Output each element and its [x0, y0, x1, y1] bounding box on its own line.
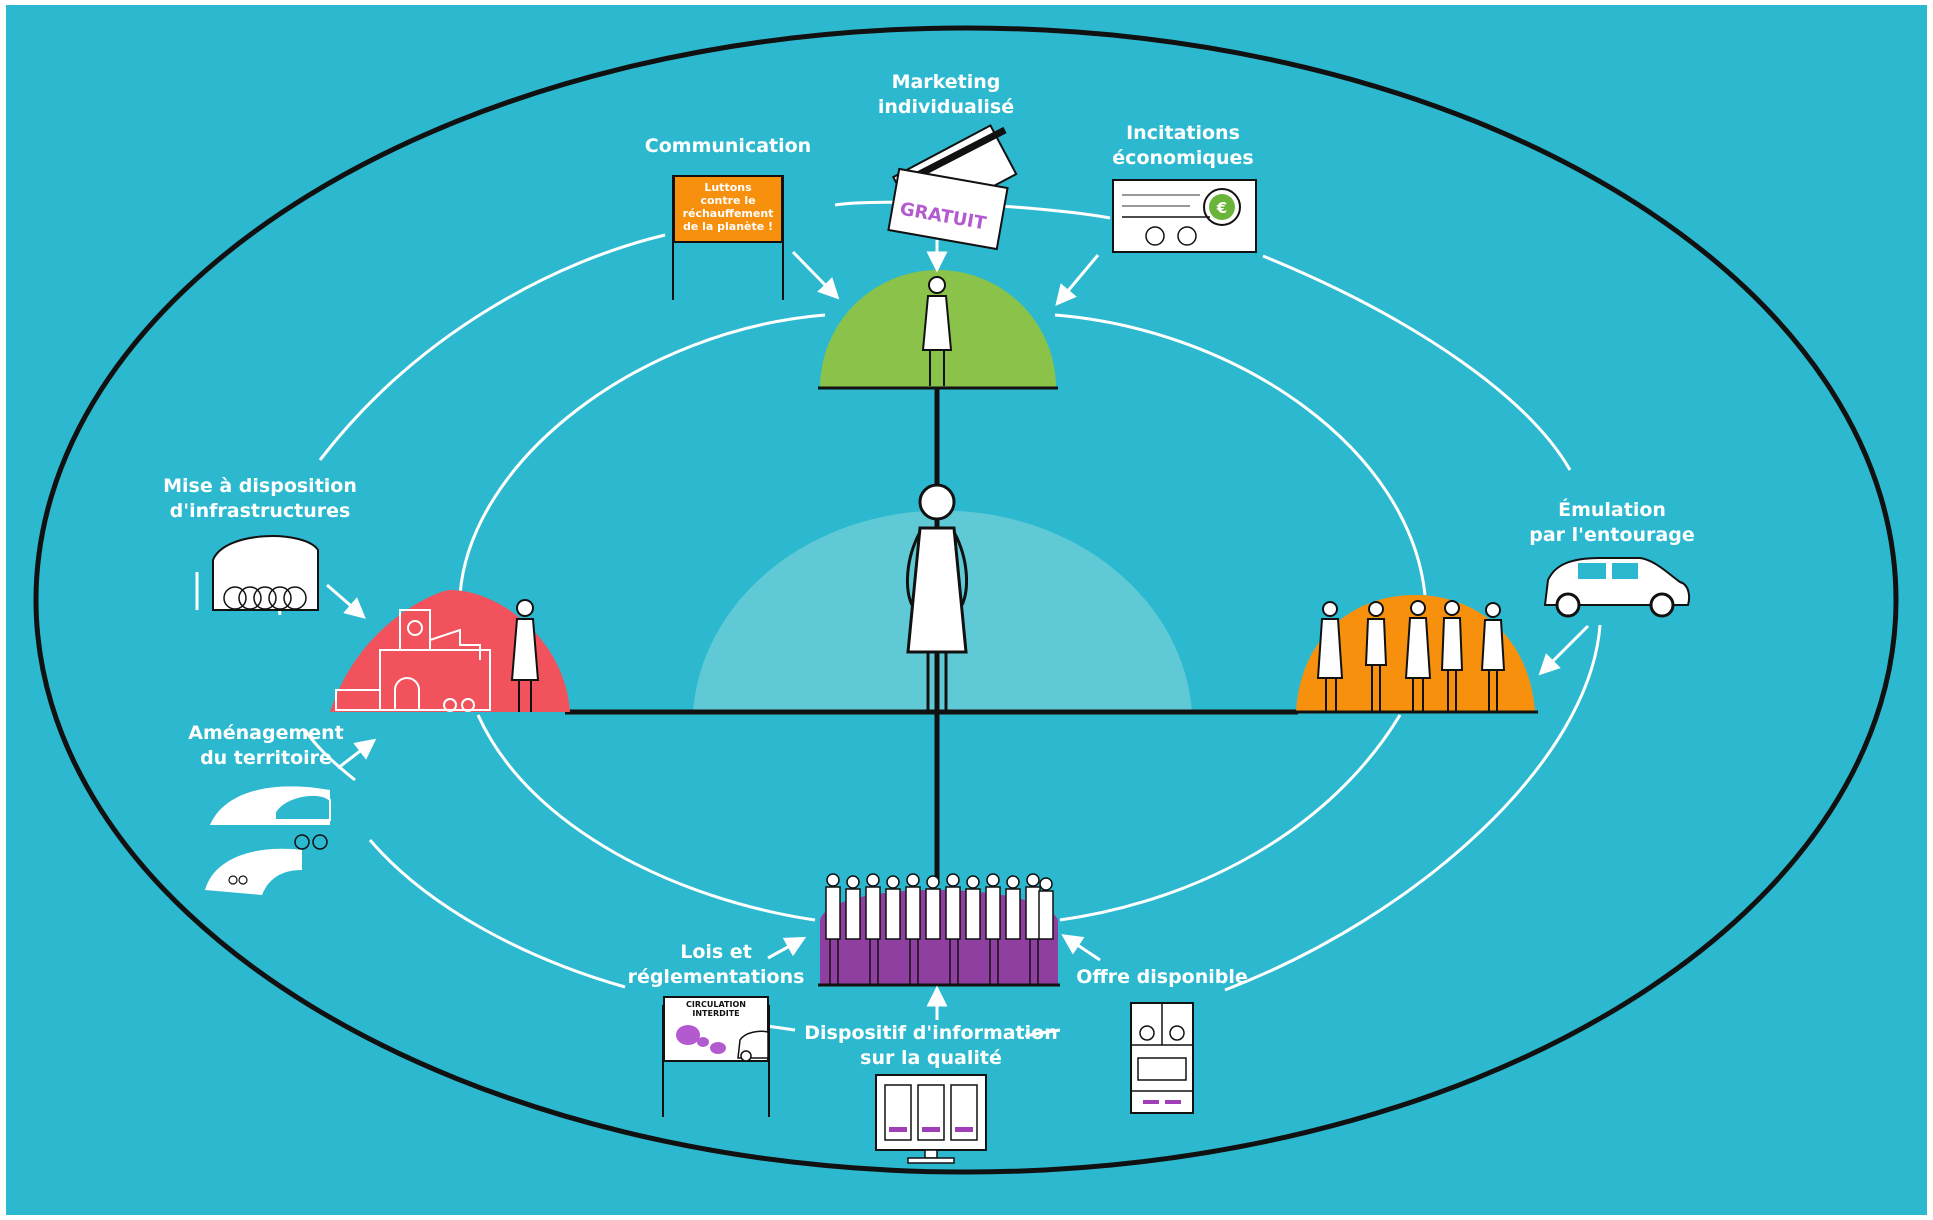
label-infrastructures-line2: d'infrastructures	[169, 500, 351, 522]
label-amenagement-line2: du territoire	[200, 747, 332, 769]
label-lois: Lois et réglementations	[628, 940, 805, 990]
label-marketing-line2: individualisé	[877, 96, 1015, 118]
free-ticket-envelope-icon	[887, 124, 1018, 251]
svg-text:€: €	[1216, 199, 1227, 217]
inner-ring	[458, 313, 1427, 922]
label-communication: Communication	[645, 134, 811, 159]
billboard-icon	[672, 175, 784, 300]
sign-line-2: INTERDITE	[692, 1009, 739, 1018]
right-dome-entourage	[1294, 595, 1538, 714]
information-screen-icon	[875, 1074, 987, 1164]
label-marketing: Marketing individualisé	[878, 70, 1014, 120]
poster-line-3: réchauffement	[683, 207, 774, 220]
label-infrastructures: Mise à disposition d'infrastructures	[163, 474, 357, 524]
mobility-options-icon	[1130, 1002, 1194, 1114]
label-offre-text: Offre disponible	[1076, 966, 1248, 988]
poster-line-1: Luttons	[704, 181, 752, 194]
label-dispositif: Dispositif d'information sur la qualité	[804, 1021, 1058, 1071]
label-offre: Offre disponible	[1076, 965, 1248, 990]
label-emulation-line1: Émulation	[1558, 499, 1666, 521]
landscape-bike-path-icon	[205, 786, 331, 895]
label-amenagement-line1: Aménagement	[188, 722, 344, 744]
top-dome-individual	[818, 270, 1058, 390]
poster-line-4: de la planète !	[683, 220, 773, 233]
label-emulation-line2: par l'entourage	[1529, 524, 1695, 546]
outer-ellipse	[33, 25, 1899, 1175]
label-infrastructures-line1: Mise à disposition	[163, 475, 357, 497]
label-dispositif-line1: Dispositif d'information	[804, 1022, 1058, 1044]
bike-shelter-icon	[195, 535, 319, 611]
central-person-icon	[906, 483, 968, 712]
label-dispositif-line2: sur la qualité	[860, 1047, 1002, 1069]
label-lois-line2: réglementations	[627, 966, 805, 988]
car-icon	[1543, 557, 1690, 618]
no-traffic-sign-icon	[662, 996, 770, 1117]
label-marketing-line1: Marketing	[891, 71, 1001, 93]
bottom-group-society	[818, 873, 1060, 987]
label-incitations: Incitations économiques	[1112, 121, 1253, 171]
sign-line-1: CIRCULATION	[686, 1000, 746, 1009]
label-communication-text: Communication	[644, 135, 812, 157]
euro-bike-cheque-icon: €	[1112, 179, 1257, 253]
label-emulation: Émulation par l'entourage	[1529, 498, 1695, 548]
arrows	[326, 240, 1590, 1020]
poster-line-2: contre le	[700, 194, 755, 207]
label-incitations-line1: Incitations	[1126, 122, 1240, 144]
label-lois-line1: Lois et	[680, 941, 752, 963]
label-incitations-line2: économiques	[1112, 147, 1254, 169]
label-amenagement: Aménagement du territoire	[188, 721, 344, 771]
left-dome-territory	[330, 590, 570, 712]
